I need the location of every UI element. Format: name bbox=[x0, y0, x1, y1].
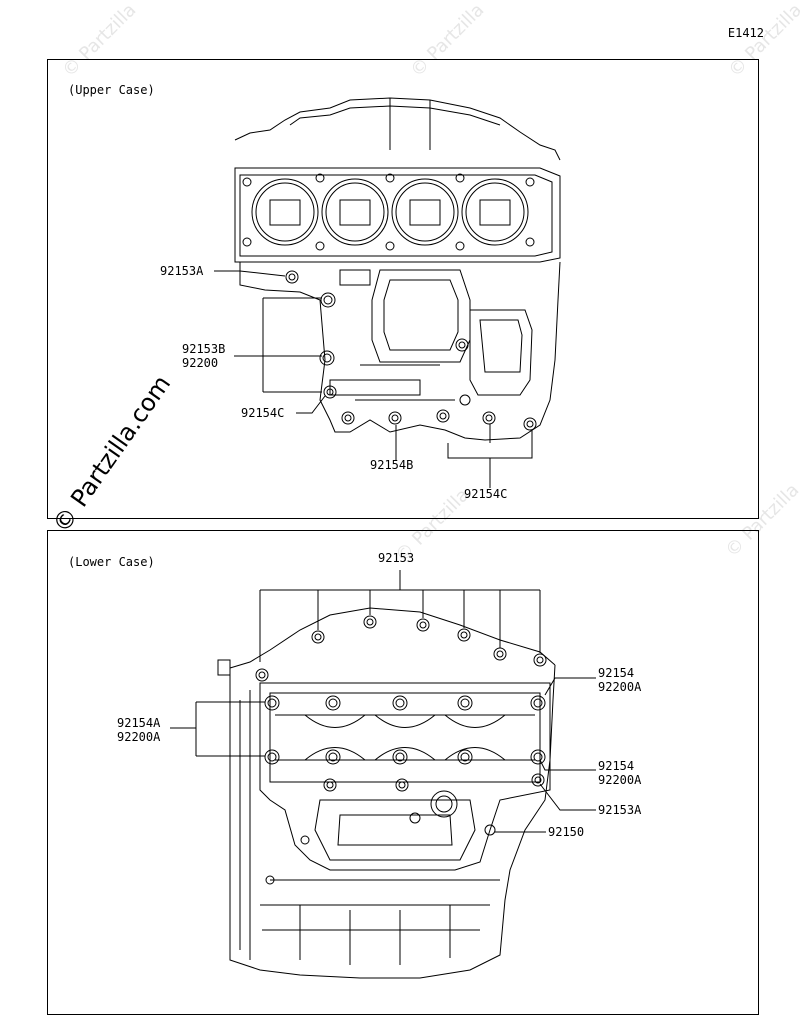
upper-case-panel: (Upper Case) bbox=[47, 59, 759, 519]
lower-bolts bbox=[255, 615, 547, 885]
callout-92154C-bottom: 92154C bbox=[464, 487, 508, 501]
lower-case-panel: (Lower Case) bbox=[47, 530, 759, 1015]
callout-92150: 92150 bbox=[548, 825, 585, 839]
callout-92153: 92153 bbox=[378, 551, 415, 565]
callout-92154C-left: 92154C bbox=[241, 406, 285, 420]
callout-92200: 92200 bbox=[182, 356, 219, 370]
upper-crankcase-drawing bbox=[214, 97, 561, 488]
callout-92153A-upper: 92153A bbox=[160, 264, 204, 278]
callout-92154-92200A-mid: 92154 92200A bbox=[598, 759, 641, 787]
lower-case-title: (Lower Case) bbox=[68, 555, 155, 569]
callout-92154-top: 92154 bbox=[598, 666, 635, 680]
callout-92153B: 92153B bbox=[182, 342, 226, 356]
upper-case-title: (Upper Case) bbox=[68, 83, 155, 97]
cylinder-bores bbox=[251, 178, 529, 246]
callout-92200A-top: 92200A bbox=[598, 680, 642, 694]
upper-bolts bbox=[285, 270, 537, 431]
callout-92153B-92200: 92153B 92200 bbox=[182, 342, 225, 370]
callout-92154A: 92154A bbox=[117, 716, 161, 730]
callout-92200A-mid: 92200A bbox=[598, 773, 642, 787]
lower-crankcase-drawing bbox=[170, 570, 596, 979]
callout-92154-92200A-top: 92154 92200A bbox=[598, 666, 641, 694]
callout-92154B: 92154B bbox=[370, 458, 414, 472]
callout-92200A-left: 92200A bbox=[117, 730, 161, 744]
callout-92154A-92200A: 92154A 92200A bbox=[117, 716, 160, 744]
callout-92154-mid: 92154 bbox=[598, 759, 635, 773]
callout-92153A-lower: 92153A bbox=[598, 803, 642, 817]
diagram-code: E1412 bbox=[727, 26, 764, 40]
